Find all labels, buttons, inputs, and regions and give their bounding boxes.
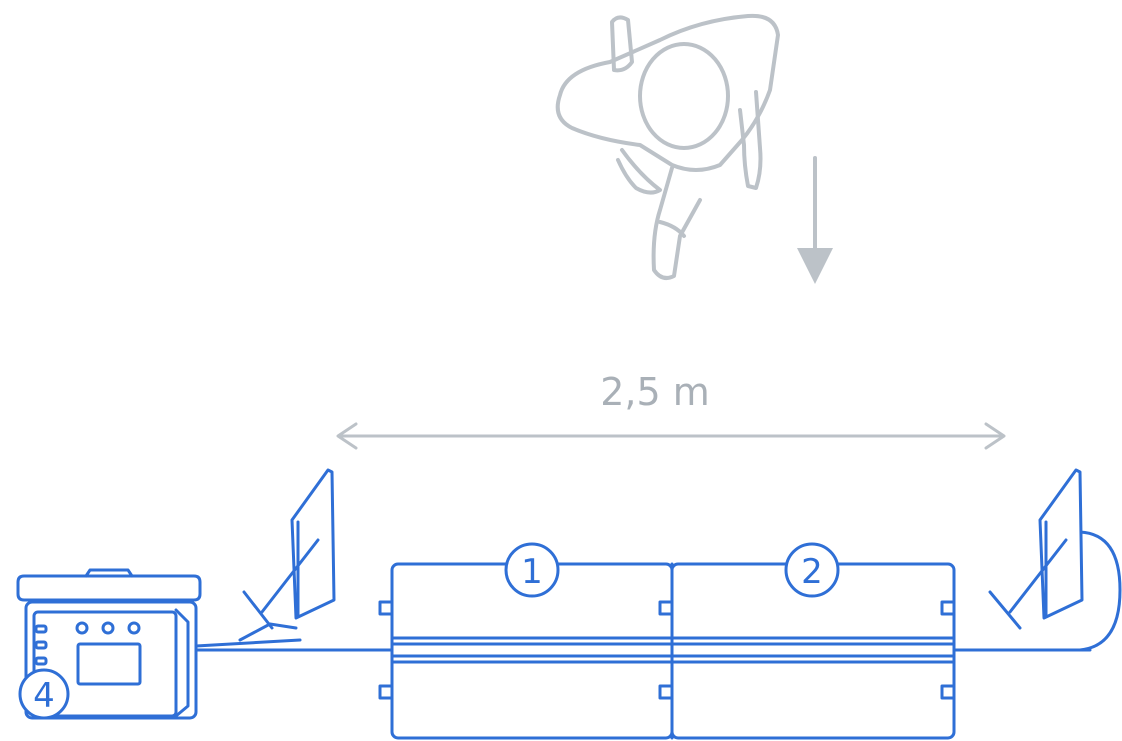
- callout-2: 2: [784, 542, 840, 598]
- arrow-down-icon: [797, 156, 833, 284]
- mat-rails: [378, 562, 956, 740]
- dimension-label: 2,5 m: [600, 370, 710, 414]
- person-topview-icon: [555, 13, 780, 280]
- beam-sensor-icon: [238, 468, 336, 642]
- callout-1: 1: [504, 542, 560, 598]
- svg-text:2: 2: [801, 552, 823, 592]
- svg-text:1: 1: [521, 552, 543, 592]
- svg-text:4: 4: [33, 676, 55, 716]
- callout-4: 4: [18, 668, 70, 720]
- beam-sensor-icon-right: [988, 468, 1122, 652]
- dimension-arrow: [336, 422, 1006, 450]
